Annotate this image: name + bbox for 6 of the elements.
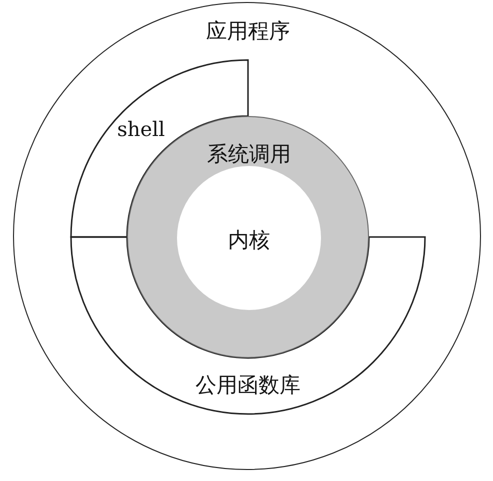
region-label: 系统调用	[207, 141, 291, 168]
region-label: 内核	[228, 227, 270, 254]
outer-ring	[13, 2, 481, 470]
region-label: 公用函数库	[196, 372, 300, 399]
region-label: shell	[117, 117, 165, 141]
region-label: 应用程序	[206, 18, 290, 45]
